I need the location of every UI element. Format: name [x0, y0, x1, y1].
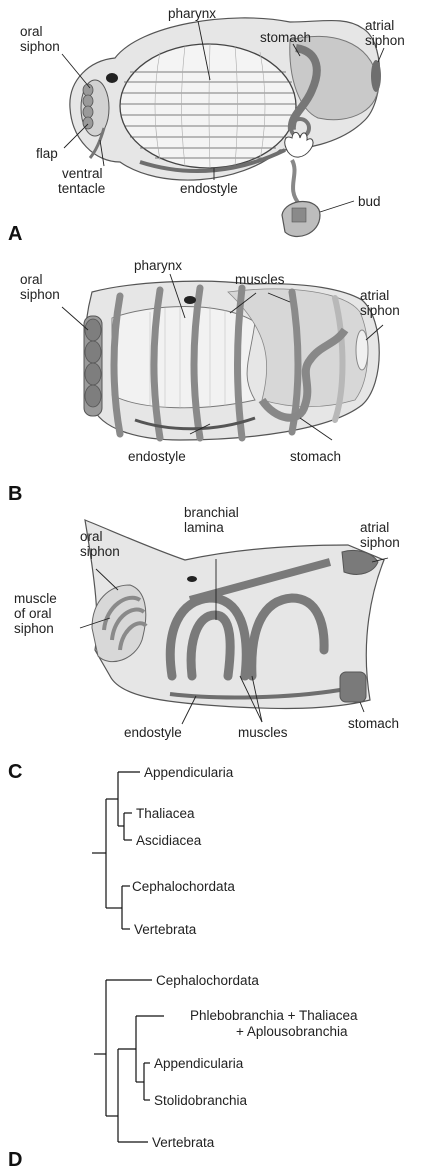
panel-a-bud-core — [292, 208, 306, 222]
panel-c-label-branchial-lamina: branchial lamina — [184, 505, 243, 535]
panel-d-tree2-phlebobranchia: Phlebobranchia + Thaliacea + Aplousobran… — [190, 1008, 361, 1039]
panel-d-tree1-cephalochordata: Cephalochordata — [132, 879, 235, 894]
panel-d-letter: D — [8, 1149, 22, 1169]
panel-a-label-oral-siphon: oral siphon — [20, 24, 60, 54]
panel-d-tree2-stolidobranchia: Stolidobranchia — [154, 1093, 248, 1108]
panel-d-tree1-vertebrata: Vertebrata — [134, 922, 197, 937]
panel-c-letter: C — [8, 761, 22, 783]
panel-a-pharynx — [120, 44, 296, 168]
panel-a: oral siphon pharynx stomach atrial sipho… — [8, 6, 405, 245]
panel-d-tree2-cephalochordata: Cephalochordata — [156, 973, 259, 988]
panel-a-ganglion — [106, 73, 118, 83]
panel-a-label-bud: bud — [358, 194, 381, 209]
panel-a-label-ventral-tentacle: ventral tentacle — [58, 166, 106, 196]
panel-a-label-stomach: stomach — [260, 30, 311, 45]
panel-d-tree1-ascidiacea: Ascidiacea — [136, 833, 202, 848]
panel-b-label-oral-siphon: oral siphon — [20, 272, 60, 302]
panel-c-ganglion — [187, 576, 197, 582]
panel-a-label-atrial-siphon: atrial siphon — [365, 18, 405, 48]
panel-c: oral siphon branchial lamina atrial siph… — [8, 505, 400, 783]
panel-b-label-atrial-siphon: atrial siphon — [360, 288, 400, 318]
panel-b-label-pharynx: pharynx — [134, 258, 182, 273]
panel-c-label-atrial-siphon: atrial siphon — [360, 520, 400, 550]
panel-b-atrial-siphon — [356, 330, 368, 370]
panel-a-label-endostyle: endostyle — [180, 181, 238, 196]
panel-b-label-muscles: muscles — [235, 272, 285, 287]
panel-d-tree1-appendicularia: Appendicularia — [144, 765, 234, 780]
panel-a-label-flap: flap — [36, 146, 58, 161]
panel-c-stomach — [340, 672, 366, 702]
panel-a-label-pharynx: pharynx — [168, 6, 216, 21]
panel-d-tree2-vertebrata: Vertebrata — [152, 1135, 215, 1150]
panel-c-label-stomach: stomach — [348, 716, 399, 731]
panel-b-label-endostyle: endostyle — [128, 449, 186, 464]
panel-b-letter: B — [8, 483, 22, 505]
panel-c-label-muscles: muscles — [238, 725, 288, 740]
panel-b-ganglion — [184, 296, 196, 304]
panel-d-tree1-thaliacea: Thaliacea — [136, 806, 195, 821]
panel-d-tree2-appendicularia: Appendicularia — [154, 1056, 244, 1071]
panel-c-label-endostyle: endostyle — [124, 725, 182, 740]
panel-d-tree1 — [92, 772, 140, 929]
panel-a-stolon — [292, 160, 300, 205]
panel-a-atrial-siphon — [371, 60, 381, 92]
panel-b: oral siphon pharynx muscles atrial sipho… — [8, 258, 400, 505]
panel-a-letter: A — [8, 223, 22, 245]
panel-b-label-stomach: stomach — [290, 449, 341, 464]
panel-d: Appendicularia Thaliacea Ascidiacea Ceph… — [8, 765, 361, 1169]
panel-c-label-muscle-oral: muscle of oral siphon — [14, 591, 61, 636]
panel-b-pharynx — [112, 307, 255, 408]
